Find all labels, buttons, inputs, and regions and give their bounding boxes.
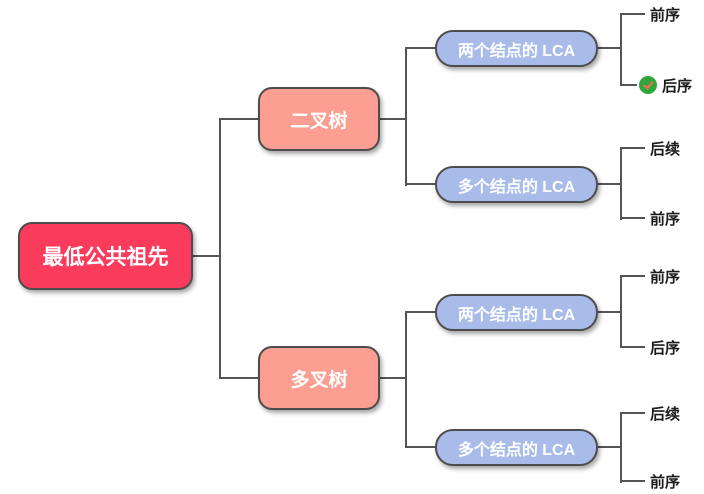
topic-node-multi-node-lca-multiway[interactable]: 多个结点的 LCA xyxy=(435,429,598,466)
branch-node-binary-tree[interactable]: 二叉树 xyxy=(258,87,380,151)
topic-node-label: 两个结点的 LCA xyxy=(457,42,576,60)
leaf-node-postorder-done[interactable]: 后序 xyxy=(639,74,692,96)
branch-node-multiway-tree[interactable]: 多叉树 xyxy=(258,346,380,410)
connector-line xyxy=(620,147,645,149)
topic-node-two-node-lca-binary[interactable]: 两个结点的 LCA xyxy=(435,30,598,67)
leaf-node-followup[interactable]: 后续 xyxy=(650,137,680,159)
connector-line xyxy=(598,311,622,313)
leaf-node-preorder[interactable]: 前序 xyxy=(650,3,680,25)
topic-node-label: 两个结点的 LCA xyxy=(457,306,576,324)
leaf-node-followup[interactable]: 后续 xyxy=(650,402,680,424)
leaf-node-preorder[interactable]: 前序 xyxy=(650,265,680,287)
connector-line xyxy=(620,275,645,277)
connector-line xyxy=(620,275,622,348)
connector-line xyxy=(598,183,622,185)
leaf-node-preorder[interactable]: 前序 xyxy=(650,207,680,229)
green-check-icon[interactable] xyxy=(639,76,657,94)
connector-line xyxy=(407,47,435,49)
leaf-label: 后续 xyxy=(650,140,681,158)
leaf-node-postorder[interactable]: 后序 xyxy=(650,336,680,358)
topic-node-label: 多个结点的 LCA xyxy=(457,178,576,196)
connector-line xyxy=(620,147,622,220)
leaf-label: 后序 xyxy=(662,77,693,95)
connector-line xyxy=(405,311,407,448)
connector-line xyxy=(620,412,622,483)
connector-line xyxy=(193,255,221,257)
connector-line xyxy=(598,47,622,49)
connector-line xyxy=(620,13,645,15)
topic-node-multi-node-lca-binary[interactable]: 多个结点的 LCA xyxy=(435,166,598,203)
connector-line xyxy=(620,346,645,348)
connector-line xyxy=(620,13,622,86)
connector-line xyxy=(380,118,407,120)
branch-node-label: 二叉树 xyxy=(290,110,348,132)
connector-line xyxy=(405,47,407,186)
connector-line xyxy=(620,84,637,86)
root-node[interactable]: 最低公共祖先 xyxy=(18,222,193,290)
connector-line xyxy=(407,311,435,313)
leaf-label: 后续 xyxy=(650,405,681,423)
connector-line xyxy=(221,118,258,120)
connector-line xyxy=(407,446,435,448)
connector-line xyxy=(620,217,645,219)
topic-node-label: 多个结点的 LCA xyxy=(457,441,576,459)
connector-line xyxy=(219,118,221,379)
connector-line xyxy=(620,412,645,414)
leaf-label: 前序 xyxy=(650,473,681,491)
leaf-node-preorder[interactable]: 前序 xyxy=(650,470,680,492)
root-node-label: 最低公共祖先 xyxy=(42,246,169,269)
leaf-label: 前序 xyxy=(650,210,681,228)
leaf-label: 后序 xyxy=(650,339,681,357)
leaf-label: 前序 xyxy=(650,6,681,24)
connector-line xyxy=(620,480,645,482)
connector-line xyxy=(598,446,622,448)
leaf-label: 前序 xyxy=(650,268,681,286)
topic-node-two-node-lca-multiway[interactable]: 两个结点的 LCA xyxy=(435,294,598,331)
connector-line xyxy=(380,377,407,379)
connector-line xyxy=(407,183,435,185)
connector-line xyxy=(221,377,258,379)
branch-node-label: 多叉树 xyxy=(290,369,348,391)
